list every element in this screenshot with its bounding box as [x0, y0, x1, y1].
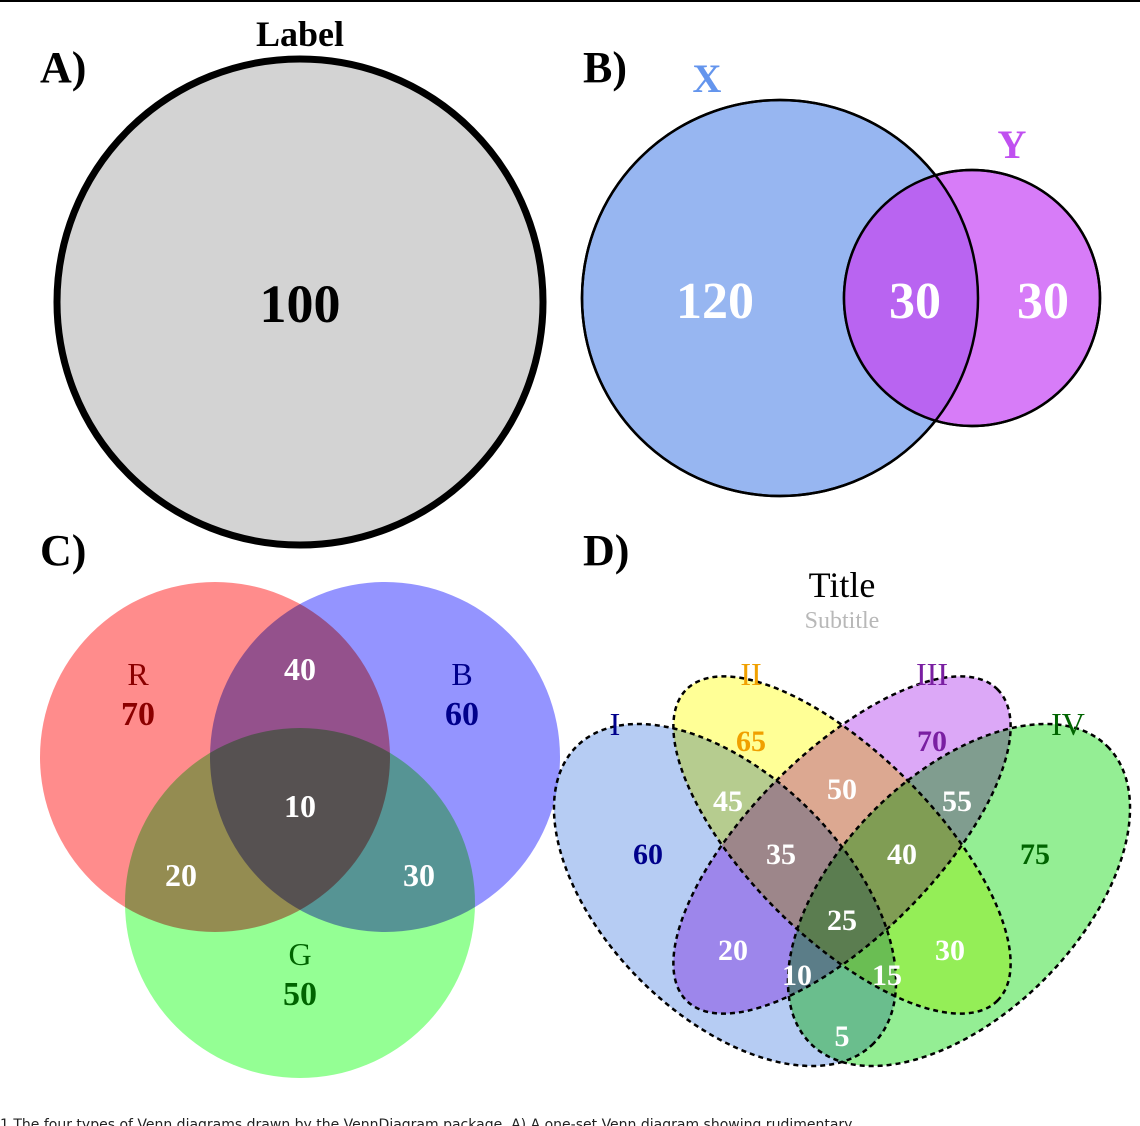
bg-count: 30 [403, 857, 435, 893]
y-only-count: 30 [1017, 273, 1069, 330]
ii-iii-iv-count: 40 [887, 838, 917, 871]
i-ii-count: 45 [713, 785, 743, 818]
set-iii-count: 70 [917, 725, 947, 758]
i-ii-iii-count: 35 [766, 838, 796, 871]
set-iii-label: III [916, 656, 948, 692]
set-y-label: Y [998, 122, 1027, 167]
i-iv-count: 5 [835, 1020, 850, 1053]
set-iii-outline [672, 675, 1012, 1015]
set-ii-label: II [740, 656, 761, 692]
set-ii-outline [672, 675, 1012, 1015]
x-only-count: 120 [676, 273, 754, 330]
set-b-count: 60 [445, 696, 479, 733]
set-iv-count: 75 [1020, 838, 1050, 871]
ii-iii-count: 50 [827, 773, 857, 806]
i-ii-iv-count: 15 [872, 959, 902, 992]
all-sets-count: 25 [827, 904, 857, 937]
set-i-outline [552, 722, 898, 1068]
panel-a: A) Label 100 [40, 14, 547, 549]
set-r-label: R [127, 656, 149, 692]
i-iii-iv-count: 10 [782, 959, 812, 992]
set-i-count: 60 [633, 838, 663, 871]
ii-iv-count: 30 [935, 934, 965, 967]
set-x-label: X [693, 56, 722, 101]
panel-d-subtitle: Subtitle [805, 608, 880, 634]
rg-count: 20 [165, 857, 197, 893]
set-b-label: B [451, 656, 472, 692]
panel-c-letter: C) [40, 526, 86, 575]
set-x-outline [580, 98, 980, 498]
panel-a-count: 100 [260, 274, 341, 334]
top-rule [0, 0, 1140, 2]
rbg-count: 10 [284, 788, 316, 824]
panel-a-label: Label [256, 14, 344, 54]
panel-b-letter: B) [583, 43, 627, 92]
iii-iv-count: 55 [942, 785, 972, 818]
set-iv-label: IV [1051, 706, 1085, 742]
xy-count: 30 [889, 273, 941, 330]
set-g-count: 50 [283, 976, 317, 1013]
figure-caption: 1 The four types of Venn diagrams drawn … [0, 1117, 864, 1126]
rb-count: 40 [284, 651, 316, 687]
i-iii-count: 20 [718, 934, 748, 967]
set-i-label: I [610, 706, 621, 742]
set-g-label: G [288, 936, 311, 972]
panel-d-title: Title [809, 565, 876, 605]
set-g-circle [125, 728, 475, 1078]
panel-b: B) X Y 120 30 30 [580, 43, 1102, 498]
panel-d: D) Title Subtitle I II III IV 60 65 70 7… [552, 526, 1132, 1068]
set-ii-count: 65 [736, 725, 766, 758]
xy-overlap [844, 170, 978, 426]
panel-d-letter: D) [583, 526, 629, 575]
panel-c: C) R 70 B 60 G 50 40 10 20 30 [40, 526, 560, 1078]
panel-a-letter: A) [40, 43, 86, 92]
set-r-count: 70 [121, 696, 155, 733]
set-iv-ellipse [787, 723, 1131, 1067]
set-y-outline [842, 168, 1102, 428]
panel-a-circle [53, 55, 547, 549]
set-iv-outline [786, 722, 1132, 1068]
